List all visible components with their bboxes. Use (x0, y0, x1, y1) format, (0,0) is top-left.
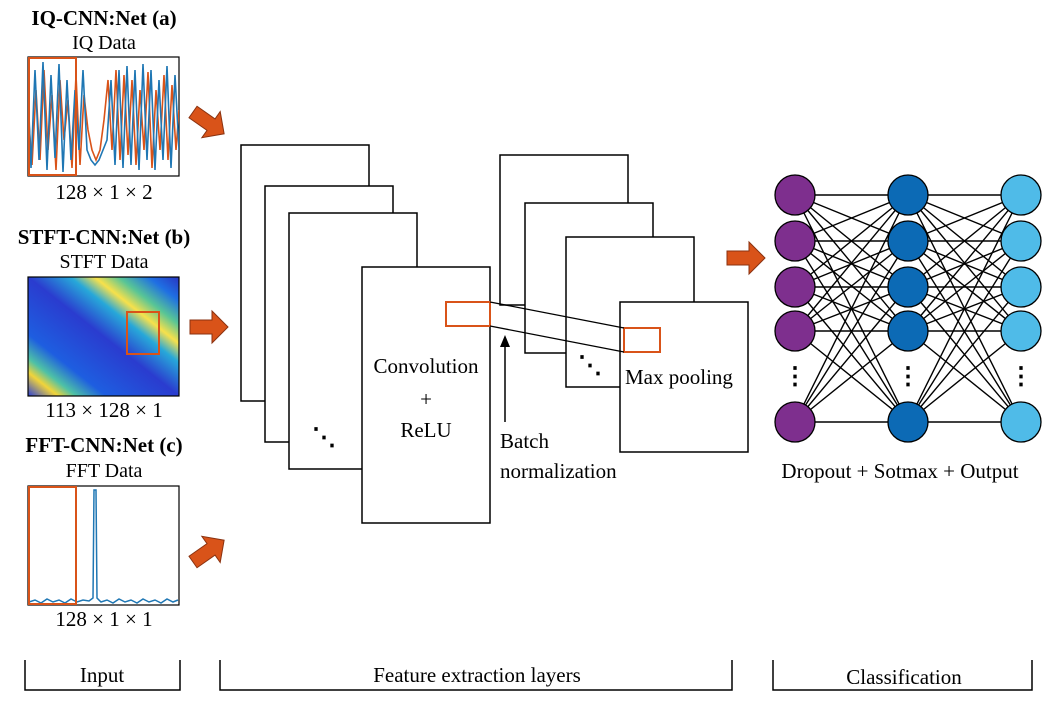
iq-data-label: IQ Data (72, 32, 136, 54)
nn-edge-hidden-output (907, 330, 1022, 423)
arrow-classification-icon (726, 240, 766, 276)
batch-normalization-label: normalization (500, 459, 617, 483)
stft-highlight-box (126, 311, 160, 355)
fft-plot-frame (27, 485, 180, 606)
nn-node-hidden-1 (887, 174, 929, 216)
fft-title: FFT-CNN:Net (c) (25, 433, 183, 457)
nn-edge-hidden-output (907, 240, 1022, 423)
pool-highlight-box (623, 327, 661, 353)
nn-node-output-4 (1000, 310, 1042, 352)
nn-edge-input-hidden (794, 194, 909, 288)
nn-edge-input-hidden (794, 194, 909, 332)
fft-data-label: FFT Data (65, 460, 143, 482)
pool-label: Max pooling (625, 365, 733, 389)
iq-title: IQ-CNN:Net (a) (31, 6, 177, 30)
nn-edge-hidden-output (907, 194, 1022, 332)
nn-edge-input-hidden (794, 330, 909, 423)
nn-node-output-2 (1000, 220, 1042, 262)
classification-bracket (772, 660, 1033, 691)
nn-edge-hidden-output (907, 240, 1022, 332)
conv-highlight-box (445, 301, 491, 327)
nn-node-output-1 (1000, 174, 1042, 216)
feature-bracket (219, 660, 733, 691)
section-classification: Classification (846, 665, 962, 689)
stft-title: STFT-CNN:Net (b) (17, 225, 191, 249)
nn-node-input-4 (774, 310, 816, 352)
conv-ellipsis: ⋱ (312, 425, 336, 451)
nn-ellipsis-hidden: ⋮ (896, 364, 920, 390)
nn-edge-hidden-output (907, 286, 1022, 423)
nn-ellipsis-input: ⋮ (783, 364, 807, 390)
iq-signal-blue (28, 61, 179, 173)
section-feature: Feature extraction layers (373, 663, 581, 687)
classification-label: Dropout + Sotmax + Output (781, 459, 1019, 483)
pool-ellipsis: ⋱ (578, 353, 602, 379)
fft-highlight-box (28, 486, 77, 605)
section-input: Input (79, 663, 125, 687)
nn-edge-input-hidden (794, 240, 909, 332)
input-bracket (24, 660, 181, 691)
nn-node-input-2 (774, 220, 816, 262)
nn-node-input-3 (774, 266, 816, 308)
conv-plus: + (420, 387, 432, 411)
fft-signal (28, 489, 179, 604)
nn-node-hidden-3 (887, 266, 929, 308)
nn-node-output-5 (1000, 401, 1042, 443)
iq-dims: 128 × 1 × 2 (55, 180, 153, 204)
batch-norm-arrowhead-icon (500, 335, 510, 347)
conv-layer-4 (361, 266, 491, 524)
nn-edge-hidden-output (907, 194, 1022, 288)
nn-node-output-3 (1000, 266, 1042, 308)
nn-node-input-1 (774, 174, 816, 216)
stft-spectrogram (27, 276, 180, 397)
stft-data-label: STFT Data (59, 251, 149, 273)
nn-nodes (774, 174, 1042, 443)
conv-relu: ReLU (400, 418, 452, 442)
arrow-iq-icon (188, 105, 225, 139)
nn-node-hidden-4 (887, 310, 929, 352)
nn-ellipsis-output: ⋮ (1009, 364, 1033, 390)
batch-label: Batch (500, 429, 549, 453)
arrow-fft-icon (188, 535, 225, 569)
iq-highlight-box (28, 57, 77, 176)
stft-dims: 113 × 128 × 1 (45, 398, 163, 422)
nn-edge-input-hidden (794, 286, 909, 423)
fft-dims: 128 × 1 × 1 (55, 607, 153, 631)
arrow-stft-icon (189, 309, 229, 345)
conv-label: Convolution (373, 354, 479, 378)
nn-node-input-5 (774, 401, 816, 443)
connector-top (489, 301, 625, 329)
connector-bottom (489, 325, 625, 353)
nn-node-hidden-5 (887, 401, 929, 443)
nn-edge-input-hidden (794, 240, 909, 423)
nn-node-hidden-2 (887, 220, 929, 262)
